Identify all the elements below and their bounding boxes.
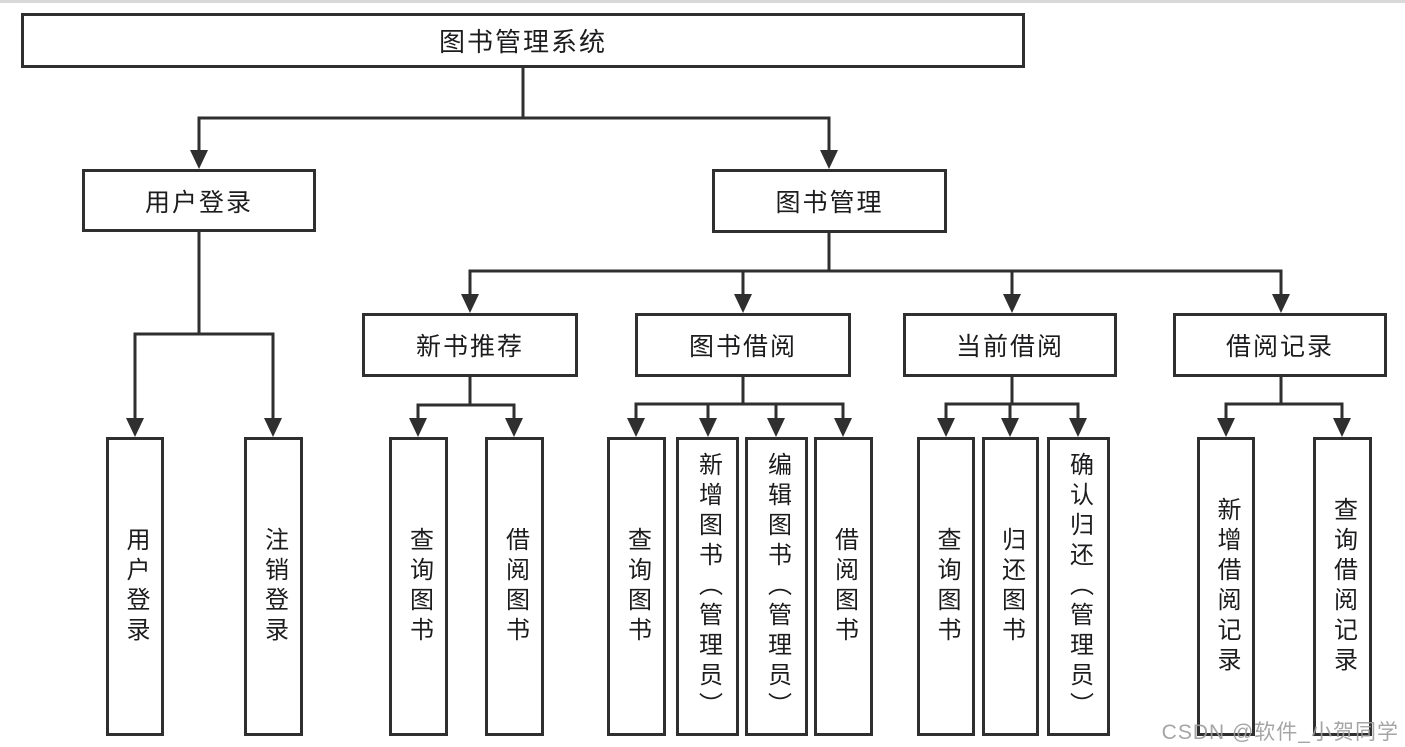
connector-root-to-level2: [190, 68, 838, 169]
leaf-label: 归还图书: [997, 526, 1025, 647]
node-label: 用户登录: [144, 188, 253, 217]
leaf-label: 编辑图书（管理员）: [763, 451, 791, 722]
connector-current-borrowing-to-leaves: [937, 377, 1087, 437]
node-label: 图书借阅: [688, 333, 797, 361]
leaf-label: 借阅图书: [501, 526, 529, 647]
leaf-return-books: 归还图书: [982, 437, 1039, 736]
leaf-label: 查询图书: [623, 526, 651, 647]
connector-book-borrowing-to-leaves: [627, 377, 852, 437]
leaf-borrowing-query-books: 查询图书: [607, 437, 666, 736]
connector-new-book-recommendation-to-leaves: [409, 377, 523, 437]
node-borrowing-records: 借阅记录: [1173, 313, 1387, 377]
leaf-label: 查询借阅记录: [1329, 496, 1357, 677]
leaf-query-borrow-record: 查询借阅记录: [1313, 437, 1372, 736]
leaf-recommend-query-books: 查询图书: [389, 437, 448, 736]
csdn-watermark: CSDN @软件_小贺同学: [1161, 721, 1399, 744]
leaf-current-query-books: 查询图书: [917, 437, 975, 736]
leaf-confirm-return-admin: 确认归还（管理员）: [1047, 437, 1110, 736]
node-label: 借阅记录: [1225, 333, 1334, 361]
node-label: 当前借阅: [955, 333, 1064, 361]
leaf-label: 确认归还（管理员）: [1065, 451, 1093, 722]
node-book-management: 图书管理: [712, 169, 947, 233]
leaf-edit-book-admin: 编辑图书（管理员）: [745, 437, 808, 736]
node-label: 图书管理系统: [438, 27, 607, 57]
node-book-borrowing: 图书借阅: [635, 313, 851, 377]
node-library-management-system: 图书管理系统: [21, 13, 1025, 68]
leaf-add-borrow-record: 新增借阅记录: [1197, 437, 1255, 736]
leaf-user-login: 用户登录: [106, 437, 164, 736]
leaf-label: 新增借阅记录: [1213, 496, 1240, 677]
node-current-borrowing: 当前借阅: [903, 313, 1117, 377]
leaf-label: 查询图书: [933, 526, 960, 647]
node-user-login: 用户登录: [82, 169, 316, 232]
node-label: 新书推荐: [415, 333, 524, 361]
leaf-label: 用户登录: [122, 526, 149, 647]
leaf-label: 注销登录: [260, 526, 288, 647]
leaf-recommend-borrow-books: 借阅图书: [485, 437, 544, 736]
node-new-book-recommendation: 新书推荐: [362, 313, 578, 377]
leaf-borrowing-borrow-books: 借阅图书: [814, 437, 873, 736]
leaf-label: 新增图书（管理员）: [694, 451, 722, 722]
connector-borrowing-records-to-leaves: [1217, 377, 1351, 437]
connector-book-management-to-level3: [461, 233, 1290, 313]
top-border-line: [0, 0, 1405, 3]
leaf-label: 借阅图书: [830, 526, 858, 647]
leaf-label: 查询图书: [405, 526, 433, 647]
node-label: 图书管理: [775, 189, 884, 217]
leaf-logout: 注销登录: [244, 437, 303, 736]
leaf-add-book-admin: 新增图书（管理员）: [676, 437, 739, 736]
connector-user-login-to-leaves: [126, 231, 282, 437]
